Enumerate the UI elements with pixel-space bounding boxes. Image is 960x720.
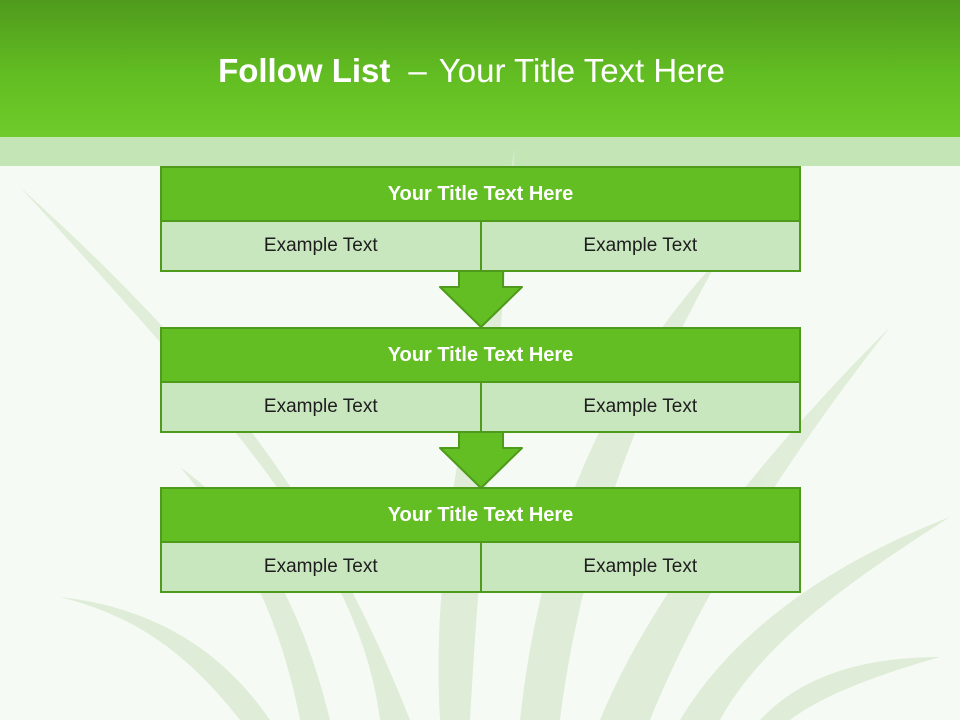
step-title: Your Title Text Here xyxy=(160,166,801,222)
header-band xyxy=(0,0,960,137)
down-arrow-icon xyxy=(439,431,523,489)
slide-title: Follow List–Your Title Text Here xyxy=(0,52,943,90)
down-arrow-icon xyxy=(439,270,523,328)
step-cell-right: Example Text xyxy=(481,543,801,593)
follow-step-3: Your Title Text Here Example Text Exampl… xyxy=(160,487,801,593)
follow-step-2: Your Title Text Here Example Text Exampl… xyxy=(160,327,801,433)
step-title: Your Title Text Here xyxy=(160,487,801,543)
step-cell-left: Example Text xyxy=(160,222,482,272)
step-title: Your Title Text Here xyxy=(160,327,801,383)
title-bold: Follow List xyxy=(218,52,391,89)
step-cell-right: Example Text xyxy=(481,383,801,433)
follow-step-1: Your Title Text Here Example Text Exampl… xyxy=(160,166,801,272)
step-cell-left: Example Text xyxy=(160,543,482,593)
step-cell-right: Example Text xyxy=(481,222,801,272)
step-cell-left: Example Text xyxy=(160,383,482,433)
title-rest: Your Title Text Here xyxy=(438,52,725,89)
header-subband xyxy=(0,137,960,166)
title-separator: – xyxy=(408,52,427,89)
